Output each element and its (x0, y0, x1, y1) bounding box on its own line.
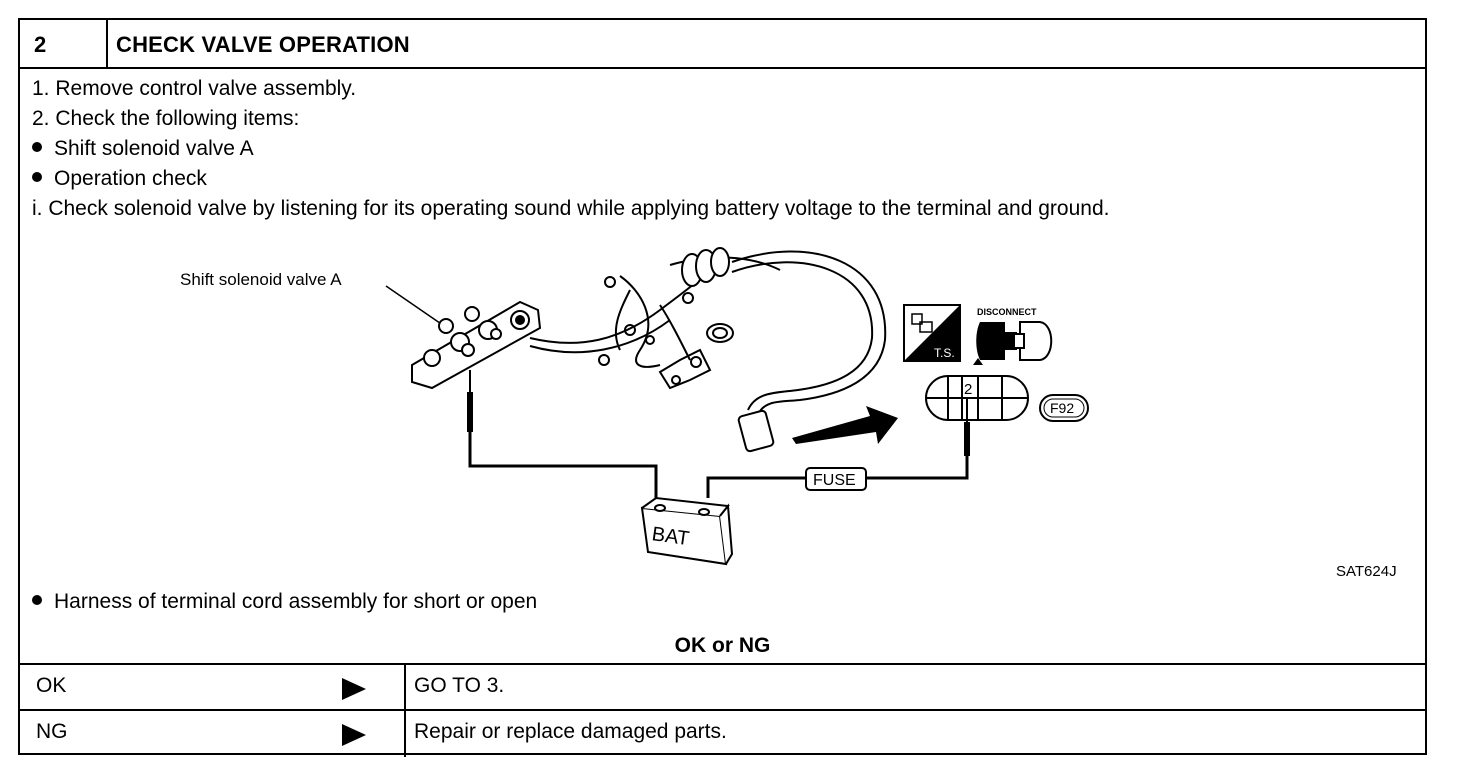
check-item-valve-a: Shift solenoid valve A (32, 137, 254, 161)
instruction-1: 1. Remove control valve assembly. (32, 77, 357, 100)
result-heading: OK or NG (674, 634, 771, 657)
disconnect-label: DISCONNECT (977, 307, 1037, 317)
result-divider (404, 665, 406, 709)
harness-icon (529, 256, 781, 390)
result-action-ok: GO TO 3. (414, 674, 505, 697)
figure-id: SAT624J (1336, 563, 1397, 580)
check-item-harness: Harness of terminal cord assembly for sh… (32, 590, 537, 614)
fuse-icon (805, 467, 867, 491)
check-item-harness-text: Harness of terminal cord assembly for sh… (54, 590, 538, 613)
procedure-sheet: 2 CHECK VALVE OPERATION 1. Remove contro… (18, 18, 1427, 757)
connector-pin-label: 2 (964, 381, 972, 398)
result-condition-ok: OK (36, 674, 67, 697)
result-divider (404, 711, 406, 757)
direction-arrow (792, 406, 898, 444)
play-arrow-icon (342, 724, 366, 746)
play-arrow-icon (342, 678, 366, 700)
step-number: 2 (34, 32, 47, 57)
battery-label: BAT (650, 523, 690, 550)
fuse-label: FUSE (813, 472, 856, 489)
probe-valve (467, 370, 473, 432)
step-title: CHECK VALVE OPERATION (116, 32, 410, 57)
check-item-operation-text: Operation check (54, 167, 207, 190)
cord-connector-icon (737, 409, 775, 453)
solenoid-valve-icon (411, 300, 542, 390)
terminal-cord-edge (731, 261, 874, 411)
connector-face (925, 375, 1029, 421)
check-item-valve-a-text: Shift solenoid valve A (54, 137, 254, 160)
disconnect-icon (976, 321, 1053, 361)
ts-label: T.S. (934, 346, 955, 360)
connector-code-badge (1039, 394, 1089, 422)
instruction-2: 2. Check the following items: (32, 107, 300, 130)
wiring-diagram: Shift solenoid valve A (180, 247, 1397, 580)
probe-connector (964, 398, 970, 456)
ts-icon: T.S. (903, 304, 961, 362)
terminal-cord (731, 250, 887, 416)
result-condition-ng: NG (36, 720, 68, 743)
header-divider (106, 20, 108, 67)
result-row-ng: NG Repair or replace damaged parts. (20, 709, 1425, 757)
result-action-ng: Repair or replace damaged parts. (414, 720, 727, 743)
grommet-icon (681, 247, 730, 287)
battery-wire (706, 476, 806, 498)
ground-wire (468, 432, 658, 498)
step-header: 2 CHECK VALVE OPERATION (20, 20, 1425, 69)
connector-code-badge-inner (1043, 398, 1085, 418)
connector-code: F92 (1050, 400, 1074, 416)
check-item-operation: Operation check (32, 167, 207, 191)
result-row-ok: OK GO TO 3. (20, 663, 1425, 709)
battery-icon (640, 496, 734, 566)
instruction-sub-i: i. Check solenoid valve by listening for… (32, 197, 1110, 220)
fuse-wire (866, 456, 969, 480)
key-marker-icon (973, 358, 983, 365)
valve-label: Shift solenoid valve A (180, 270, 342, 289)
